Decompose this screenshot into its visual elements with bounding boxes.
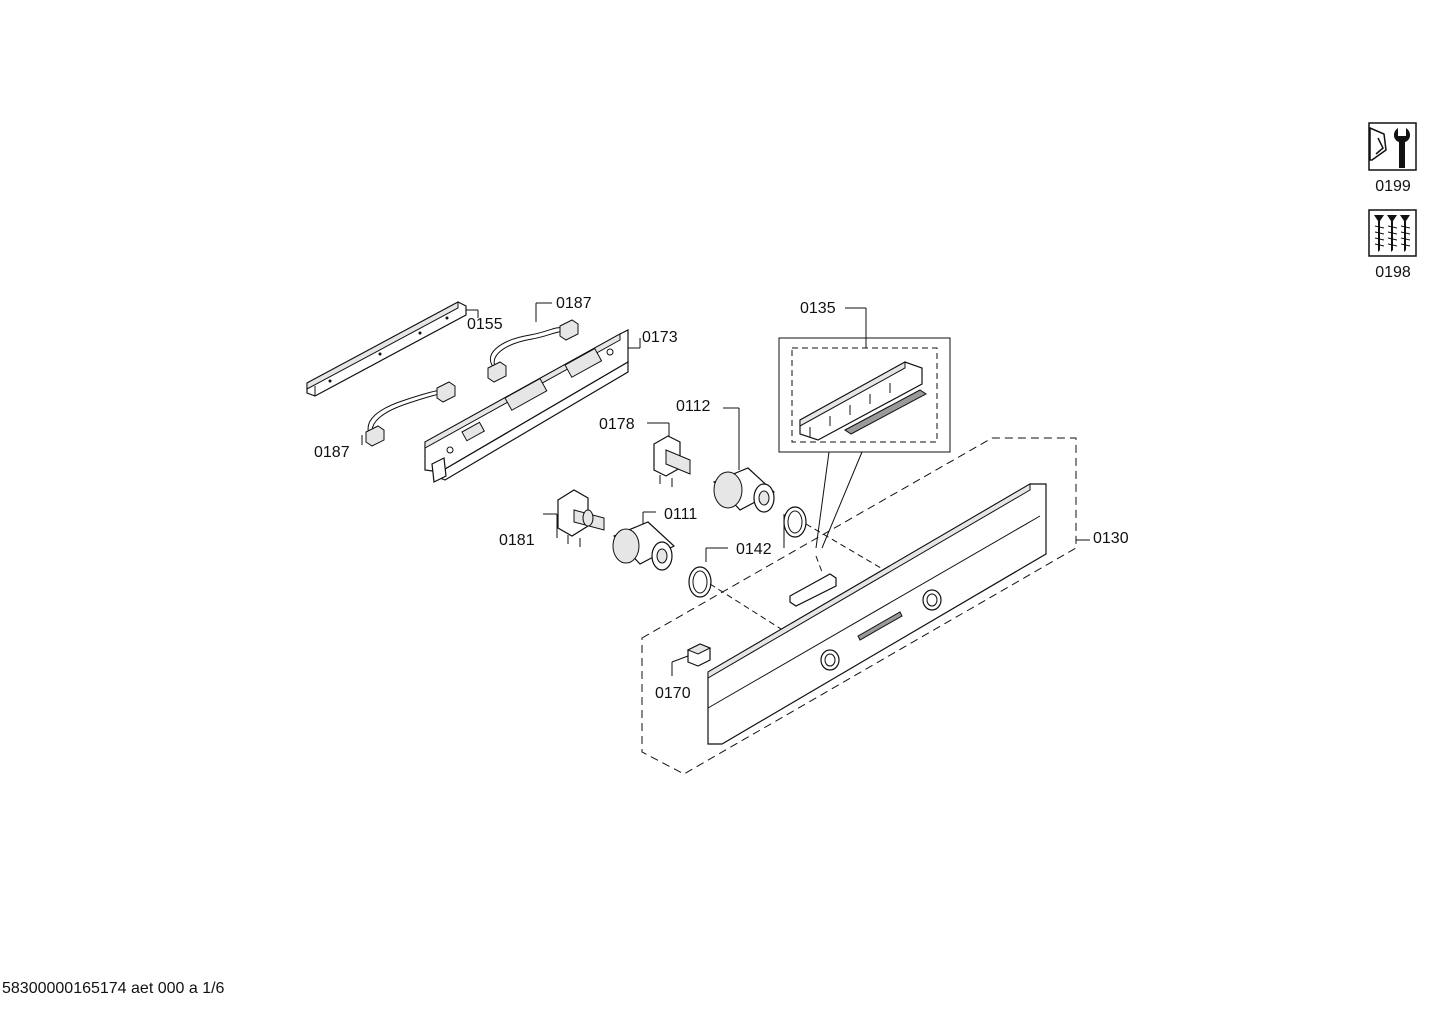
part-0142-ring-lower: [688, 514, 785, 598]
callout-0173: 0173: [642, 329, 678, 346]
callout-0112: 0112: [676, 398, 711, 415]
wrench-tools-icon: [1368, 122, 1417, 171]
callout-0187-top: 0187: [556, 295, 592, 312]
part-0187-harness-top: [487, 302, 579, 383]
part-0111-rotary-switch: [612, 511, 676, 571]
part-0187-harness-bottom: [361, 381, 456, 447]
part-0155-rail: [306, 301, 479, 397]
part-0142-ring-upper: [783, 506, 807, 538]
part-0112-rotary-switch: [712, 407, 776, 513]
callout-0130: 0130: [1093, 530, 1129, 547]
part-0173-module-carrier: [424, 329, 641, 483]
part-0170-connector: [671, 643, 712, 676]
part-0135-detail: [778, 307, 951, 549]
part-0130-control-panel: [641, 437, 1090, 775]
callout-0187-bottom: 0187: [314, 444, 350, 461]
callout-0135: 0135: [800, 300, 836, 317]
screws-icon: [1368, 209, 1417, 257]
callout-0142: 0142: [736, 541, 772, 558]
document-footer: 58300000165174 aet 000 a 1/6: [2, 980, 225, 997]
callout-0181: 0181: [499, 532, 535, 549]
screws-label: 0198: [1375, 264, 1411, 281]
part-0178-switch: [647, 422, 691, 487]
tools-label: 0199: [1375, 178, 1411, 195]
part-0181-switch-bracket: [543, 489, 605, 547]
callout-0170: 0170: [655, 685, 691, 702]
callout-0178: 0178: [599, 416, 635, 433]
callout-0111: 0111: [664, 506, 697, 523]
callout-0155: 0155: [467, 316, 503, 333]
